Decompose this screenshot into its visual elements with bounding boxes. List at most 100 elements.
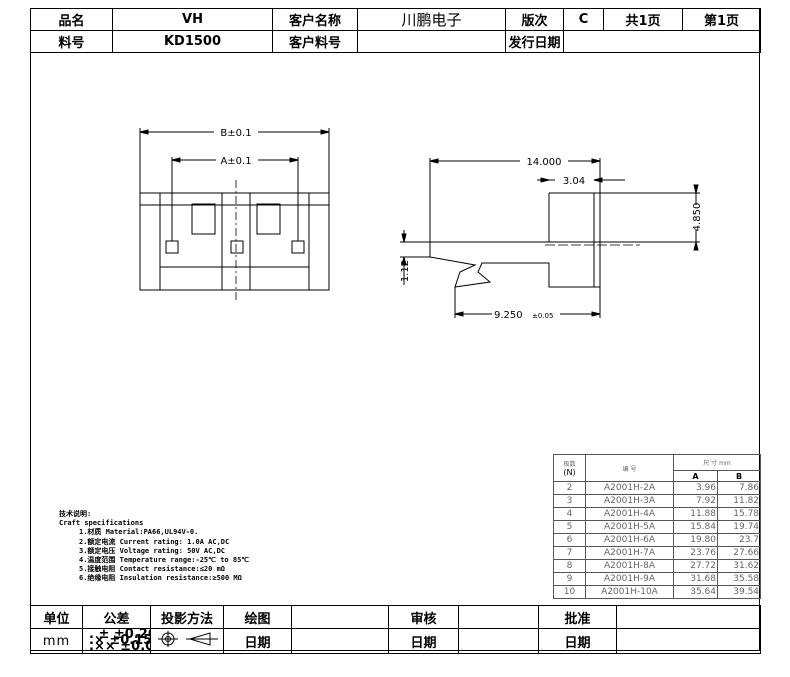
drawn-value (291, 605, 389, 629)
dim-b-label: B±0.1 (220, 128, 251, 139)
approved-value (616, 605, 761, 629)
row-positions: 3 (553, 494, 586, 508)
row-dim-a: 3.96 (673, 481, 718, 495)
row-part-number: A2001H-3A (585, 494, 674, 508)
latch-slot-left (165, 240, 179, 254)
spec-title: 技术说明: (59, 510, 92, 518)
craft-specifications: 技术说明: Craft specifications 1.材质 Material… (59, 510, 249, 584)
head-part-number: 编 号 (585, 454, 674, 482)
spec-subtitle: Craft specifications (59, 519, 144, 528)
dim-pin-thickness: 1.12 (400, 260, 411, 282)
footer-row-1: 单位 公差 投影方法 绘图 审核 批准 (30, 605, 761, 629)
date-value-2 (458, 628, 539, 654)
row-dim-a: 27.72 (673, 559, 718, 573)
row-dim-a: 15.84 (673, 520, 718, 534)
drawn-label: 绘图 (223, 605, 292, 629)
row-positions: 6 (553, 533, 586, 547)
row-dim-b: 31.62 (716, 559, 762, 573)
row-dim-b: 19.74 (716, 520, 762, 534)
date-label-1: 日期 (223, 628, 292, 654)
row-positions: 9 (553, 572, 586, 586)
head-positions-unit: (N) (563, 468, 576, 477)
row-dim-b: 35.58 (716, 572, 762, 586)
connector-front-view (139, 128, 330, 300)
title-block-footer: 单位 公差 投影方法 绘图 审核 批准 mm . ± ±0.26 .× ±0.1… (30, 605, 761, 654)
row-part-number: A2001H-8A (585, 559, 674, 573)
tolerance-values: . ± ±0.26 .× ±0.15 .×× ±0.08 (82, 628, 151, 654)
dim-table-head-row: 极数 (N) 编 号 尺 寸 mm (553, 454, 762, 482)
header-row-1: 品名 VH 客户名称 川鹏电子 版次 C 共1页 第1页 (30, 8, 761, 31)
row-positions: 5 (553, 520, 586, 534)
row-dim-a: 7.92 (673, 494, 718, 508)
row-dim-b: 15.78 (716, 507, 762, 521)
checked-value (458, 605, 539, 629)
row-dim-b: 39.54 (716, 585, 762, 599)
part-number-value: KD1500 (112, 30, 273, 53)
head-size: 尺 寸 mm (672, 454, 762, 471)
date-value-3 (616, 628, 761, 654)
dim-total-length: 14.000 (527, 157, 562, 168)
row-dim-a: 31.68 (673, 572, 718, 586)
tolerance-1: .× ±0.15 (89, 633, 151, 648)
date-label-3: 日期 (538, 628, 617, 654)
date-value-1 (291, 628, 389, 654)
dim-table-subhead-row: A B (554, 470, 762, 482)
revision-label: 版次 (505, 8, 564, 31)
header-row-2: 料号 KD1500 客户料号 发行日期 (30, 30, 761, 53)
head-positions: 极数 (N) (553, 454, 586, 482)
date-label-2: 日期 (388, 628, 459, 654)
row-dim-a: 11.88 (673, 507, 718, 521)
latch-slot-right (291, 240, 305, 254)
approved-label: 批准 (538, 605, 617, 629)
pin-window-left (191, 203, 216, 235)
dim-pin-offset: 3.04 (563, 176, 585, 187)
row-part-number: A2001H-7A (585, 546, 674, 560)
pin-side-view (400, 158, 700, 318)
head-positions-label: 极数 (563, 461, 576, 468)
row-positions: 8 (553, 559, 586, 573)
connector-housing-outline (139, 192, 330, 291)
row-part-number: A2001H-10A (585, 585, 674, 599)
latch-slot-center (230, 240, 244, 254)
tolerance-2: .×× ±0.08 (89, 639, 150, 654)
spec-item: 4.温度范围 Temperature range:-25℃ to 85℃ (79, 556, 250, 565)
issue-date-value (563, 30, 761, 53)
head-a: A (673, 470, 718, 482)
row-positions: 7 (553, 546, 586, 560)
dim-bottom-length: 9.250 (494, 310, 523, 321)
dim-a-label: A±0.1 (220, 156, 251, 167)
row-positions: 2 (553, 481, 586, 495)
row-part-number: A2001H-5A (585, 520, 674, 534)
checked-label: 审核 (388, 605, 459, 629)
tolerance-label: 公差 (82, 605, 151, 629)
pin-profile (429, 241, 601, 288)
row-part-number: A2001H-9A (585, 572, 674, 586)
row-dim-a: 19.80 (673, 533, 718, 547)
row-positions: 4 (553, 507, 586, 521)
issue-date-label: 发行日期 (505, 30, 564, 53)
spec-item: 1.材质 Material:PA66,UL94V-0. (79, 528, 199, 537)
customer-part-label: 客户料号 (272, 30, 358, 53)
unit-label: 单位 (30, 605, 83, 629)
row-part-number: A2001H-2A (585, 481, 674, 495)
pin-window-right (256, 203, 281, 235)
first-angle-projection-icon (158, 631, 218, 647)
row-positions: 10 (553, 585, 586, 599)
row-dim-b: 23.7 (716, 533, 762, 547)
row-dim-a: 35.64 (673, 585, 718, 599)
dim-bottom-tolerance: ±0.05 (532, 312, 553, 320)
projection-symbol (150, 628, 224, 654)
row-part-number: A2001H-6A (585, 533, 674, 547)
row-dim-b: 27.66 (716, 546, 762, 560)
footer-row-2: mm . ± ±0.26 .× ±0.15 .×× ±0.08 日期 日期 日期 (30, 628, 761, 654)
